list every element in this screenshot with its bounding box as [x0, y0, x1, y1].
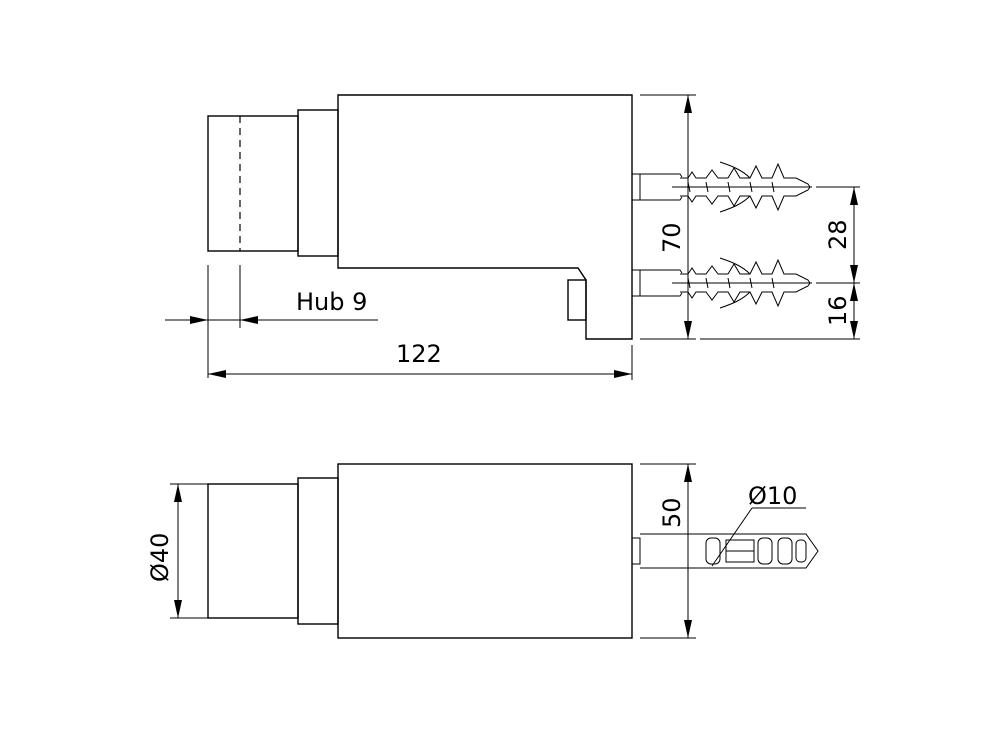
body-diameter-label: Ø40 — [146, 533, 174, 582]
hook-slot — [567, 279, 587, 321]
main-body-plan — [337, 463, 633, 639]
dowel-spacing-label: 28 — [824, 219, 852, 250]
buffer-cap — [207, 115, 299, 252]
dowel-offset-label: 16 — [824, 295, 852, 326]
width-dimension: 50 — [640, 463, 696, 639]
dowel-upper — [631, 161, 813, 213]
buffer-collar-plan — [297, 477, 339, 625]
body-diameter-dimension: Ø40 — [146, 483, 208, 619]
height-dimension: 70 — [640, 94, 696, 340]
buffer-collar — [297, 109, 339, 257]
main-body — [337, 94, 633, 340]
plan-view: Ø40 50 Ø10 — [146, 463, 819, 639]
width-label: 50 — [658, 497, 686, 528]
side-view: Hub 9 122 70 28 — [165, 94, 860, 380]
dowel-diameter-callout: Ø10 — [711, 482, 806, 567]
hub-label: Hub 9 — [296, 288, 367, 316]
hub-dimension: Hub 9 — [165, 265, 378, 378]
length-dimension: 122 — [208, 340, 633, 380]
dowel-plan — [631, 533, 819, 569]
buffer-cap-plan — [207, 483, 299, 619]
dowel-spacing-dimension: 28 16 — [700, 186, 860, 340]
dowel-lower — [631, 257, 813, 309]
length-label: 122 — [396, 340, 442, 368]
height-label: 70 — [658, 222, 686, 253]
dowel-diameter-label: Ø10 — [748, 482, 797, 510]
